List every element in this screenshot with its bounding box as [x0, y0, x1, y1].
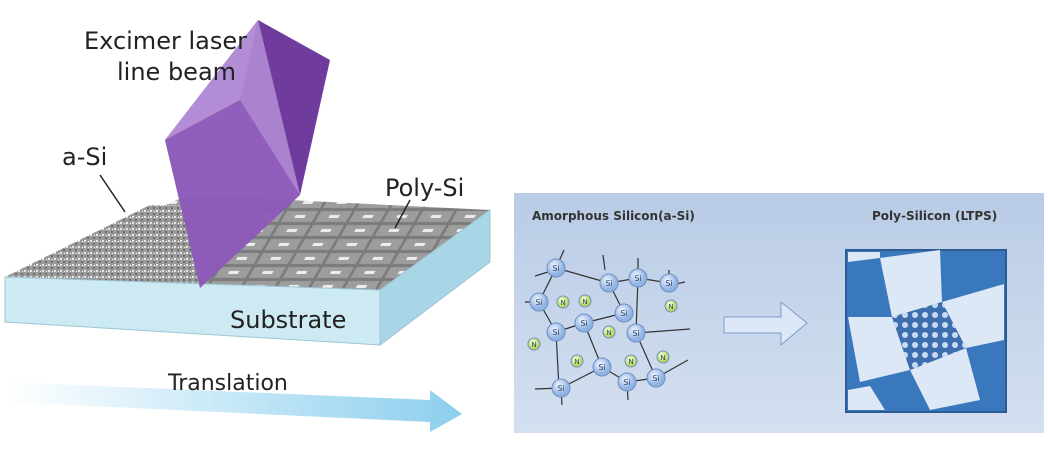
si-atom-label: Si — [557, 384, 564, 393]
si-atom-label: Si — [605, 279, 612, 288]
si-atom — [626, 323, 646, 343]
si-atom — [546, 322, 566, 342]
si-atom — [546, 258, 566, 278]
si-atom — [551, 378, 571, 398]
n-atom-label: N — [574, 358, 579, 366]
n-atom — [578, 294, 592, 308]
si-atom-label: Si — [598, 363, 605, 372]
si-atom — [592, 357, 612, 377]
n-atom-label: N — [582, 298, 587, 306]
n-atom — [556, 295, 570, 309]
si-atom — [599, 273, 619, 293]
si-atom — [628, 268, 648, 288]
si-atom-label: Si — [632, 329, 639, 338]
beam-label-2: line beam — [117, 58, 236, 86]
n-atom — [570, 354, 584, 368]
si-atom-label: Si — [552, 328, 559, 337]
n-atom-label: N — [531, 341, 536, 349]
a-si-pointer — [99, 174, 126, 213]
laser-beam — [165, 20, 330, 288]
n-atom — [656, 350, 670, 364]
si-atom-label: Si — [552, 264, 559, 273]
n-atoms: N N N N N N N N — [527, 294, 678, 368]
translation-label: Translation — [167, 371, 288, 396]
si-atom — [646, 368, 666, 388]
n-atom — [624, 354, 638, 368]
si-atom — [617, 372, 637, 392]
si-atom-label: Si — [535, 298, 542, 307]
n-atom — [602, 325, 616, 339]
si-atom-label: Si — [652, 374, 659, 383]
amorphous-title: Amorphous Silicon(a-Si) — [532, 209, 695, 223]
si-atom — [659, 273, 679, 293]
poly-title: Poly-Silicon (LTPS) — [872, 209, 997, 223]
poly-si-grains — [845, 249, 1007, 413]
translation-arrow — [5, 382, 462, 432]
n-atom — [527, 337, 541, 351]
n-atom-label: N — [660, 354, 665, 362]
n-atom — [664, 299, 678, 313]
n-atom-label: N — [606, 329, 611, 337]
si-atom — [614, 303, 634, 323]
n-atom-label: N — [628, 358, 633, 366]
si-atom-label: Si — [620, 309, 627, 318]
si-atom-label: Si — [580, 319, 587, 328]
si-atom — [529, 292, 549, 312]
a-si-surface — [5, 205, 245, 288]
a-si-label: a-Si — [62, 143, 107, 171]
n-atom-label: N — [560, 299, 565, 307]
si-atom — [574, 313, 594, 333]
si-atom-label: Si — [665, 279, 672, 288]
n-atom-label: N — [668, 303, 673, 311]
poly-si-label: Poly-Si — [385, 174, 464, 202]
beam-label-1: Excimer laser — [84, 27, 247, 55]
transform-arrow — [723, 300, 808, 347]
poly-si-pointer — [394, 199, 411, 229]
si-atom-label: Si — [634, 274, 641, 283]
si-atom-label: Si — [623, 378, 630, 387]
substrate-label: Substrate — [230, 306, 346, 334]
